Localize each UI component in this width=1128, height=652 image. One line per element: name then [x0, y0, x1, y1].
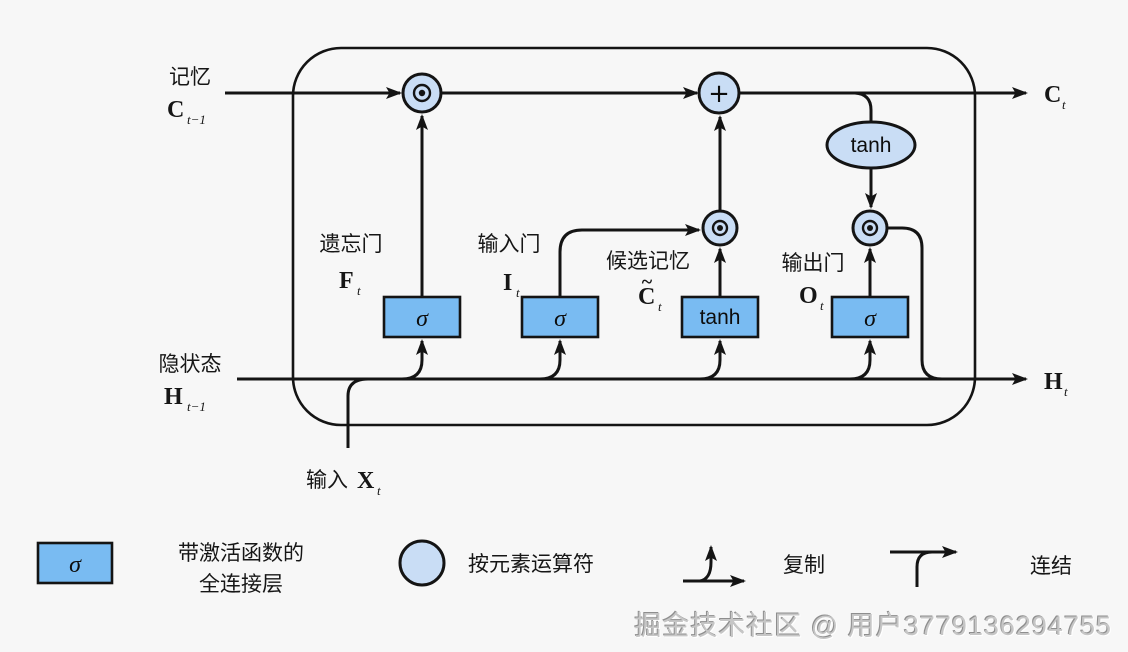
input-subscript: t: [377, 483, 381, 498]
candidate-accent: ~: [642, 271, 653, 293]
add-icon: +: [697, 71, 741, 115]
forget-gate-label: 遗忘门: [320, 233, 383, 256]
memory-in-label: 记忆: [169, 66, 211, 89]
elementwise-multiply-icon: [401, 72, 443, 114]
hidden-out-subscript: t: [1064, 384, 1068, 399]
forget-gate-box-label: σ: [416, 306, 429, 332]
inputgate-to-mul-line: [558, 224, 701, 297]
legend-fc-line2: 全连接层: [199, 573, 283, 596]
candidate-box-label: tanh: [700, 306, 741, 329]
memory-in-symbol: C: [167, 97, 184, 123]
output-mul-to-hidden-line: [887, 226, 943, 381]
hidden-in-symbol: H: [164, 384, 183, 410]
candidate-label: 候选记忆: [606, 250, 690, 273]
legend-sigma-symbol: σ: [69, 552, 82, 578]
forget-gate-box: σ: [382, 295, 462, 339]
input-gate-label: 输入门: [478, 233, 541, 256]
input-symbol: X: [357, 468, 375, 494]
candidate-box: tanh: [680, 295, 760, 339]
memory-out-symbol: C: [1044, 82, 1061, 108]
output-gate-box-label: σ: [864, 306, 877, 332]
hidden-out-symbol: H: [1044, 369, 1063, 395]
legend-copy-branch-icon: [699, 545, 717, 583]
input-label: 输入: [306, 469, 348, 492]
input-gate-box-label: σ: [554, 306, 567, 332]
copy-branch-input: [539, 339, 566, 381]
legend-concat: 连结: [890, 546, 1072, 587]
copy-branch-output: [849, 339, 876, 381]
candidate-multiply-icon: [701, 209, 739, 247]
input-gate-symbol: I: [503, 270, 512, 296]
memory-out-subscript: t: [1062, 97, 1066, 112]
hidden-in-label: 隐状态: [159, 353, 222, 376]
forget-gate-symbol: F: [339, 268, 354, 294]
output-gate-box: σ: [830, 295, 910, 339]
input-concat-line: [346, 377, 369, 448]
input-gate-subscript: t: [516, 285, 520, 300]
legend-concat-stem-icon: [915, 550, 933, 587]
legend-operator-label: 按元素运算符: [468, 553, 594, 576]
output-multiply-icon: [851, 209, 889, 247]
output-gate-symbol: O: [799, 283, 818, 309]
watermark: 掘金技术社区 @ 用户3779136294755: [634, 611, 1112, 641]
legend-fc-line1: 带激活函数的: [178, 542, 304, 565]
legend-elementwise-operator: 按元素运算符: [398, 539, 594, 587]
candidate-symbol: C: [638, 284, 655, 310]
legend-copy-label: 复制: [783, 554, 825, 577]
add-symbol: +: [708, 79, 730, 109]
hidden-in-subscript: t−1: [187, 399, 206, 414]
legend-fc-layer: σ 带激活函数的 全连接层: [36, 541, 304, 596]
tanh-node: tanh: [825, 120, 917, 170]
output-gate-label: 输出门: [782, 252, 845, 275]
legend-operator-icon: [398, 539, 446, 587]
copy-branch-candidate: [699, 339, 726, 381]
copy-branch-forget: [401, 339, 428, 381]
forget-gate-subscript: t: [357, 283, 361, 298]
legend-copy: 复制: [683, 545, 825, 587]
memory-in-subscript: t−1: [187, 112, 206, 127]
input-gate-box: σ: [520, 295, 600, 339]
lstm-cell-frame: [291, 46, 977, 427]
memory-branch-to-tanh: [854, 91, 873, 123]
legend-concat-label: 连结: [1030, 555, 1072, 578]
output-gate-subscript: t: [820, 298, 824, 313]
candidate-subscript: t: [658, 299, 662, 314]
tanh-node-label: tanh: [851, 134, 892, 157]
